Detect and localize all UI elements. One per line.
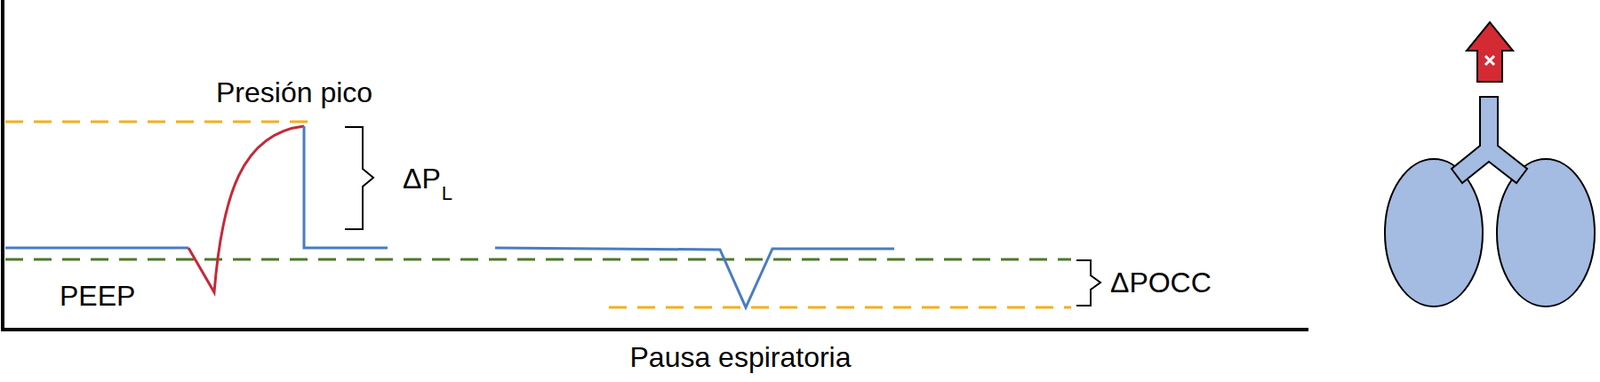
- pressure-trace: [304, 126, 388, 248]
- occlusion-trace: [495, 248, 895, 308]
- delta-pocc-label: ΔPOCC: [1110, 268, 1212, 297]
- peep-line: [5, 258, 1072, 262]
- axis-label: Pausa espiratoria: [629, 343, 851, 372]
- blocked-flow-arrow: [1466, 22, 1513, 82]
- axes: [2, 0, 1309, 330]
- lungs-icon: [1384, 96, 1595, 307]
- peak-pressure-line: [5, 120, 312, 124]
- delta-pl-label: ΔP: [402, 164, 441, 193]
- pressure-trace: [5, 247, 189, 250]
- peak-pressure-label: Presión pico: [216, 78, 373, 107]
- peep-label: PEEP: [59, 281, 136, 311]
- subscript-label: L: [441, 184, 453, 204]
- occlusion-pressure-line: [608, 306, 1072, 310]
- inspiration-trace: [188, 126, 304, 293]
- bracket: [344, 127, 374, 230]
- bracket: [1076, 260, 1101, 306]
